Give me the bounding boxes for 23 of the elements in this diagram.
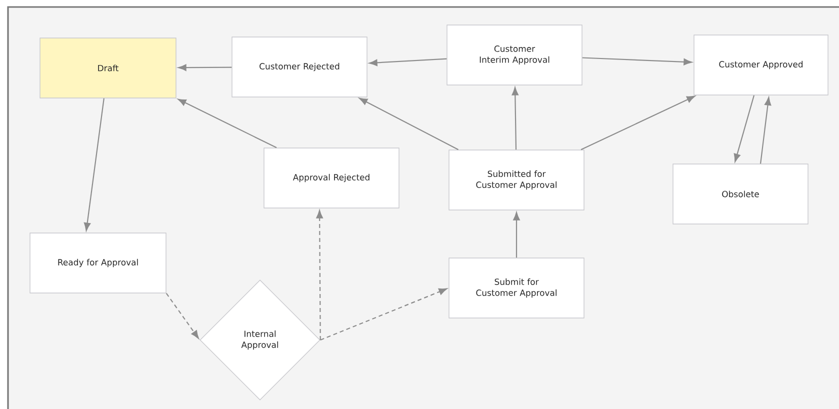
state-box: Ready for Approval	[30, 232, 166, 294]
state-box: Obsolete	[672, 164, 808, 224]
start-state-box: Draft	[40, 38, 176, 98]
arrow	[320, 288, 448, 341]
arrow	[84, 98, 104, 231]
arrow	[582, 57, 692, 66]
state-box: Approval Rejected	[264, 148, 400, 208]
arrow	[316, 210, 323, 340]
arrow	[512, 87, 518, 150]
arrow	[359, 98, 459, 150]
state-box: Customer Approved	[694, 34, 828, 96]
arrow	[166, 293, 199, 339]
arrow	[369, 58, 447, 66]
arrow	[734, 95, 755, 162]
state-box: Customer Interim Approval	[446, 24, 582, 86]
arrow	[580, 96, 696, 150]
state-box: Submit for Customer Approval	[448, 258, 584, 318]
state-box: Customer Rejected	[232, 36, 368, 98]
arrow	[513, 212, 520, 258]
state-box: Submitted for Customer Approval	[448, 150, 584, 210]
arrow	[760, 97, 772, 164]
arrow	[178, 98, 277, 148]
arrow	[178, 64, 232, 71]
